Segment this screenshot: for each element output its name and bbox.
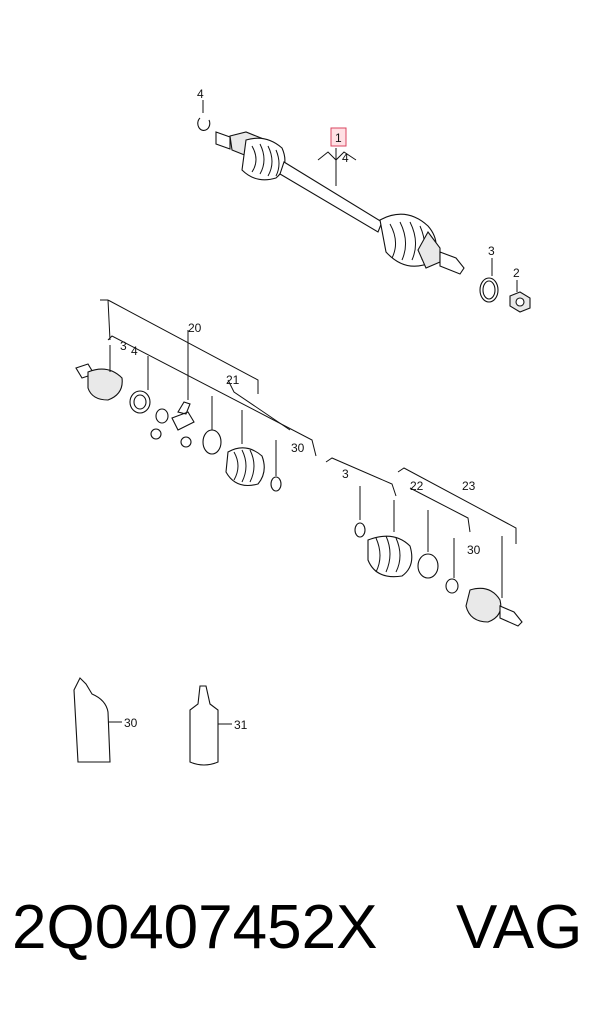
part-number: 2Q0407452X (12, 893, 378, 962)
label-22: 22 (410, 479, 424, 493)
label-1-driveshaft: 1 (335, 131, 342, 145)
label-2-nut: 2 (513, 266, 520, 280)
label-21: 21 (226, 373, 240, 387)
part-3-ring[interactable] (479, 258, 499, 303)
label-4-bracket: 4 (342, 151, 349, 165)
label-23: 23 (462, 479, 476, 493)
label-3-outer: 3 (342, 467, 349, 481)
outer-joint-brackets (325, 457, 517, 544)
brand-name: VAG (456, 893, 583, 962)
label-4-inner: 4 (131, 344, 138, 358)
label-31-sealant: 31 (234, 718, 248, 732)
callout-1-highlight (330, 127, 347, 147)
drive-shaft-assembly[interactable] (197, 100, 465, 275)
sealant-bottle[interactable] (189, 685, 232, 766)
label-3-inner: 3 (120, 339, 127, 353)
label-20: 20 (188, 321, 202, 335)
label-3-ring: 3 (488, 244, 495, 258)
part-caption: 2Q0407452X VAG (0, 892, 600, 982)
exploded-parts-diagram: 4 1 4 3 2 20 3 4 21 30 3 22 23 30 30 31 (73, 87, 531, 766)
label-30-outer: 30 (467, 543, 481, 557)
grease-tube[interactable] (73, 677, 122, 763)
callout-1-group (317, 127, 357, 161)
part-2-nut[interactable] (509, 280, 531, 313)
outer-joint-parts[interactable] (354, 486, 523, 627)
inner-joint-brackets (100, 299, 317, 457)
label-4-circlip: 4 (197, 87, 204, 101)
label-30-inner: 30 (291, 441, 305, 455)
inner-joint-parts[interactable] (75, 345, 282, 492)
label-30-grease: 30 (124, 716, 138, 730)
